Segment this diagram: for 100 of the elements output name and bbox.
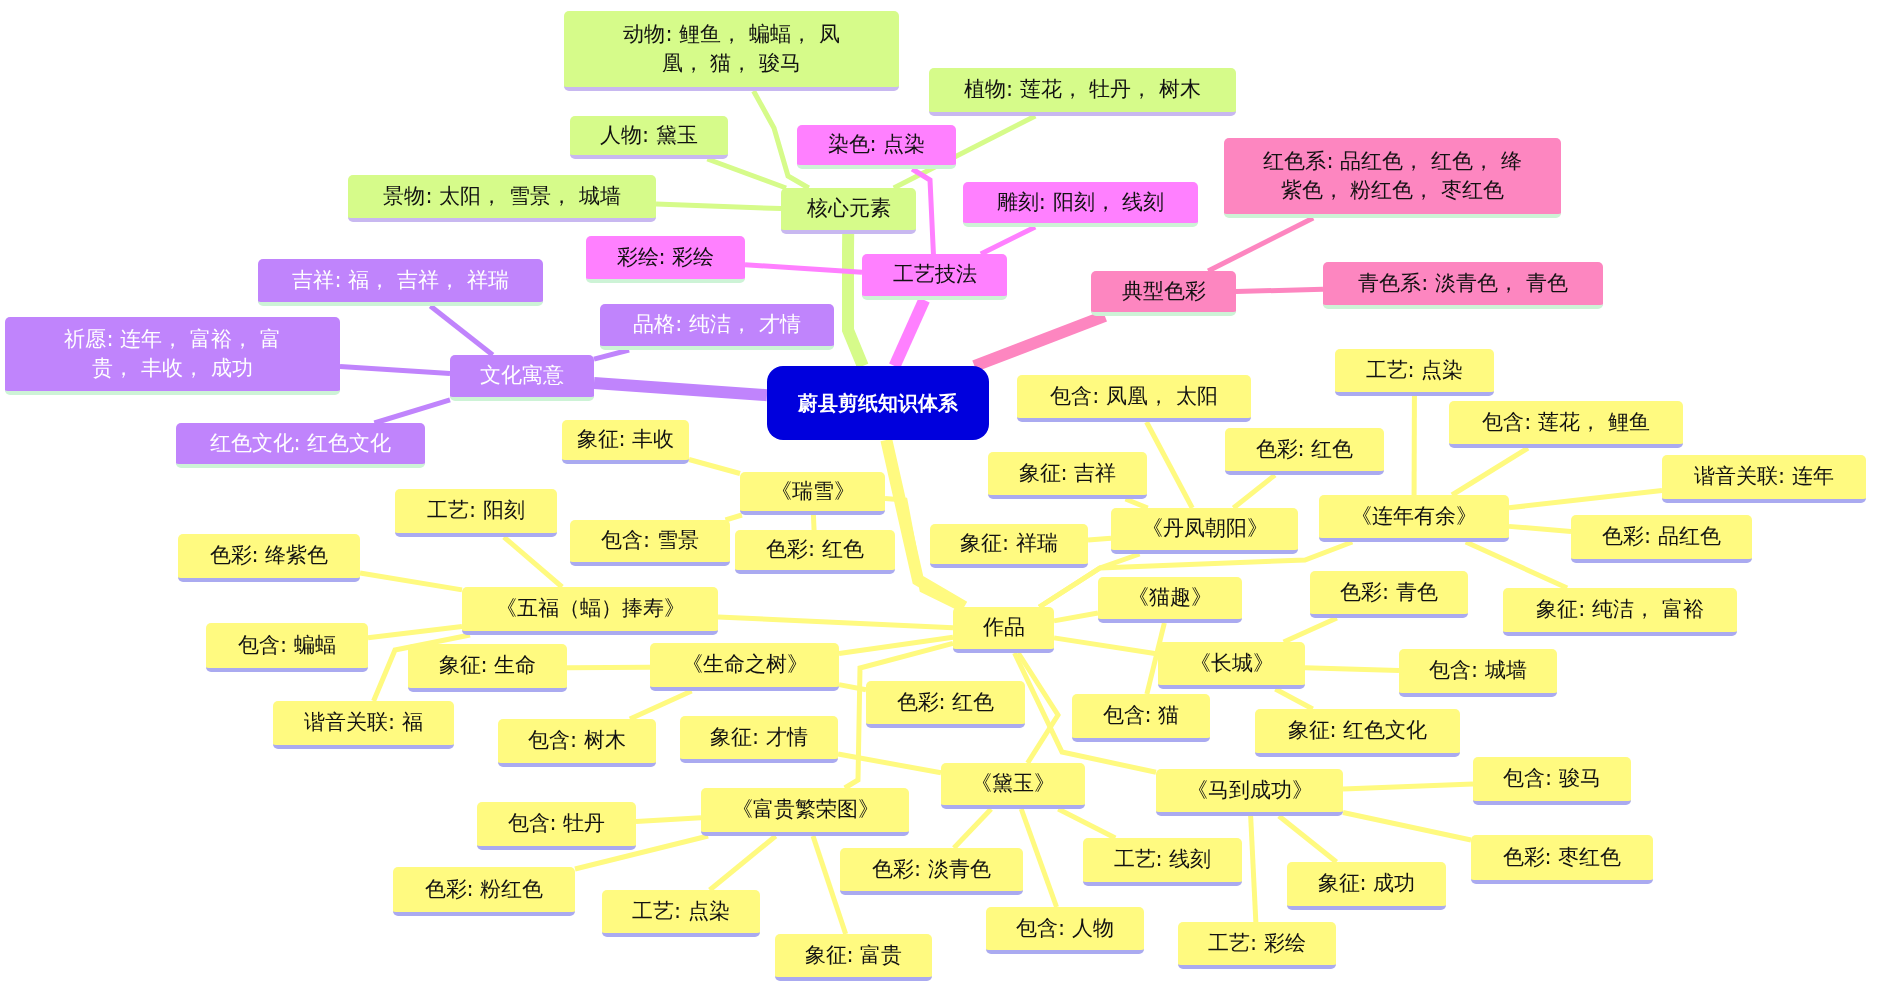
connector-line (1037, 539, 1354, 610)
topic-box: 包含: 城墙 (1399, 649, 1557, 697)
topic-box: 象征: 成功 (1287, 862, 1446, 910)
connector-line (843, 640, 954, 791)
topic-box: 象征: 纯洁， 富裕 (1503, 588, 1737, 636)
topic-box: 象征: 才情 (680, 716, 838, 763)
topic-box: 包含: 骏马 (1473, 757, 1631, 805)
topic-box: 包含: 牡丹 (477, 802, 636, 850)
topic-box: 青色系: 淡青色， 青色 (1323, 262, 1603, 309)
connector-line (889, 297, 930, 369)
connector-line (1508, 523, 1572, 534)
topic-box: 包含: 蝙蝠 (206, 623, 368, 672)
topic-box: 色彩: 青色 (1310, 571, 1468, 618)
topic-box: 工艺: 点染 (1335, 349, 1494, 396)
topic-box: 谐音关联: 福 (273, 701, 454, 749)
topic-box: 工艺: 点染 (602, 890, 760, 937)
topic-box: 象征: 红色文化 (1255, 709, 1460, 757)
connector-line (339, 364, 451, 376)
topic-box: 色彩: 品红色 (1571, 515, 1752, 563)
connector-line (688, 457, 741, 476)
connector-line (837, 751, 942, 776)
topic-box: 色彩: 枣红色 (1471, 835, 1653, 884)
connector-line (724, 512, 743, 523)
connector-line (593, 347, 630, 362)
topic-box: 动物: 鲤鱼， 蝙蝠， 凤凰， 猫， 骏马 (564, 11, 899, 91)
connector-line (1274, 686, 1314, 712)
topic-box: 包含: 人物 (986, 907, 1144, 954)
topic-box: 包含: 雪景 (570, 520, 730, 566)
connector-line (1450, 445, 1530, 498)
topic-box: 《长城》 (1158, 642, 1305, 689)
topic-box: 景物: 太阳， 雪景， 城墙 (348, 175, 656, 222)
connector-line (1342, 781, 1474, 792)
topic-box: 《五福（蝠）捧寿》 (462, 587, 718, 635)
topic-box: 《生命之树》 (650, 643, 839, 691)
connector-line (1248, 815, 1259, 923)
topic-box: 象征: 生命 (408, 644, 567, 692)
connector-line (751, 89, 810, 191)
topic-box: 植物: 莲花， 牡丹， 树木 (929, 68, 1236, 116)
topic-box: 红色系: 品红色， 红色， 绛紫色， 粉红色， 枣红色 (1224, 138, 1561, 218)
connector-line (367, 623, 463, 641)
topic-box: 工艺: 彩绘 (1178, 922, 1336, 969)
topic-box: 品格: 纯洁， 才情 (600, 304, 834, 350)
connector-line (1144, 420, 1195, 510)
connector-line (810, 514, 817, 531)
connector-line (1018, 808, 1059, 908)
connector-line (1235, 286, 1324, 295)
topic-box: 色彩: 红色 (866, 681, 1025, 728)
topic-box: 色彩: 绛紫色 (178, 534, 360, 582)
connector-line (1304, 665, 1400, 674)
connector-line (502, 535, 564, 589)
topic-box: 《马到成功》 (1156, 769, 1343, 816)
connector-line (979, 224, 1037, 257)
connector-line (1016, 651, 1061, 765)
connector-line (1053, 610, 1099, 624)
topic-box: 包含: 莲花， 鲤鱼 (1449, 401, 1683, 448)
connector-line (593, 377, 768, 402)
connector-line (373, 397, 451, 426)
topic-box: 象征: 丰收 (562, 420, 689, 464)
connector-line (1207, 215, 1315, 274)
topic-box: 文化寓意 (450, 355, 594, 401)
connector-line (1124, 496, 1149, 511)
connector-line (717, 614, 954, 631)
topic-box: 红色文化: 红色文化 (176, 423, 425, 468)
connector-line (567, 664, 650, 671)
topic-box: 雕刻: 阳刻， 线刻 (963, 182, 1198, 227)
topic-box: 作品 (953, 607, 1054, 653)
topic-box: 工艺: 线刻 (1083, 838, 1242, 886)
topic-box: 象征: 富贵 (775, 934, 932, 981)
connector-line (708, 834, 778, 892)
topic-box: 核心元素 (781, 188, 916, 234)
connector-line (892, 113, 1037, 191)
connector-line (1282, 615, 1338, 645)
topic-box: 《黛玉》 (941, 763, 1085, 809)
connector-line (952, 807, 993, 850)
connector-line (574, 833, 709, 872)
topic-box: 彩绘: 彩绘 (586, 236, 745, 283)
connector-line (1411, 396, 1417, 495)
connector-line (838, 634, 954, 656)
topic-box: 染色: 点染 (797, 125, 956, 169)
connector-line (1087, 535, 1112, 543)
topic-box: 象征: 祥瑞 (930, 524, 1088, 568)
central-topic-box: 蔚县剪纸知识体系 (767, 366, 989, 440)
topic-box: 典型色彩 (1091, 271, 1236, 316)
connector-line (706, 156, 787, 191)
topic-box: 色彩: 粉红色 (393, 867, 575, 916)
connector-line (1342, 810, 1472, 843)
connector-line (810, 835, 849, 935)
connector-line (842, 233, 869, 369)
connector-line (371, 632, 471, 702)
topic-box: 工艺: 阳刻 (395, 489, 557, 537)
connector-line (359, 570, 463, 593)
topic-box: 包含: 猫 (1072, 694, 1210, 742)
topic-box: 色彩: 红色 (1225, 428, 1384, 475)
topic-box: 包含: 凤凰， 太阳 (1017, 375, 1251, 422)
topic-box: 《猫趣》 (1098, 577, 1242, 623)
topic-box: 《富贵繁荣图》 (701, 788, 909, 836)
topic-box: 色彩: 红色 (735, 530, 895, 574)
topic-box: 色彩: 淡青色 (840, 848, 1023, 895)
topic-box: 工艺技法 (862, 254, 1007, 300)
connector-line (428, 304, 495, 357)
